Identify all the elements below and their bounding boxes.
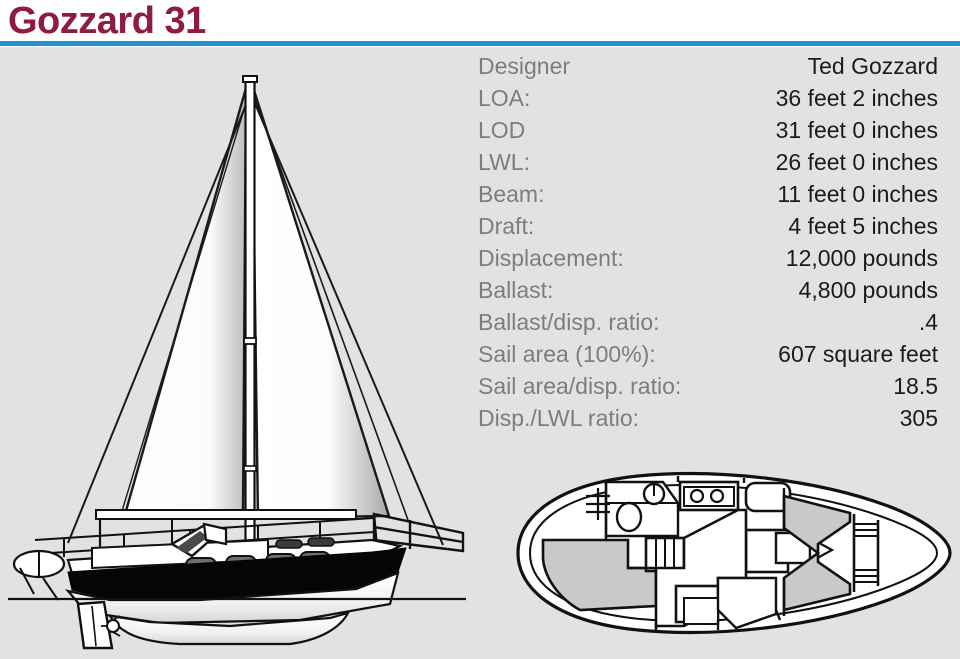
starboard-settee <box>716 576 778 630</box>
table-row: Designer Ted Gozzard <box>478 50 938 82</box>
spec-label: Ballast: <box>478 277 554 303</box>
interior-accommodation-plan <box>488 458 960 659</box>
companionway-dodger <box>169 522 228 558</box>
spec-label: LOD <box>478 117 526 143</box>
spec-value: 26 feet 0 inches <box>775 149 938 175</box>
galley-stove <box>678 480 740 512</box>
table-row: Sail area/disp. ratio: 18.5 <box>478 370 938 402</box>
spec-label: Beam: <box>478 181 545 207</box>
specifications-table: Designer Ted Gozzard LOA: 36 feet 2 inch… <box>478 50 938 434</box>
inner-forestay-line <box>248 81 409 521</box>
stern-windvane <box>12 549 66 601</box>
propeller <box>101 615 121 637</box>
table-row: Draft: 4 feet 5 inches <box>478 210 938 242</box>
galley-counter <box>604 480 680 538</box>
spec-value: 18.5 <box>893 373 938 399</box>
table-row: Beam: 11 feet 0 inches <box>478 178 938 210</box>
spec-value: .4 <box>918 309 938 335</box>
spec-value: 305 <box>899 405 938 431</box>
full-keel <box>107 611 351 646</box>
page-title: Gozzard 31 <box>8 0 206 42</box>
table-row: Sail area (100%): 607 square feet <box>478 338 938 370</box>
spec-value: 4,800 pounds <box>798 277 938 303</box>
table-row: Disp./LWL ratio: 305 <box>478 402 938 434</box>
spec-label: LWL: <box>478 149 530 175</box>
spec-label: Sail area/disp. ratio: <box>478 373 682 399</box>
rudder-and-skeg <box>76 600 114 650</box>
plan-locker-hatch-marks <box>586 488 610 520</box>
spec-value: 11 feet 0 inches <box>777 181 938 207</box>
spec-value: Ted Gozzard <box>807 53 938 79</box>
spec-label: Designer <box>478 53 571 79</box>
spec-label: Displacement: <box>478 245 624 271</box>
table-row: LOD 31 feet 0 inches <box>478 114 938 146</box>
spec-label: Sail area (100%): <box>478 341 656 367</box>
spec-value: 12,000 pounds <box>785 245 938 271</box>
companionway-steps <box>644 536 686 573</box>
table-row: Ballast/disp. ratio: .4 <box>478 306 938 338</box>
sailboat-profile-drawing <box>0 48 478 659</box>
forestay-line <box>244 79 444 546</box>
chain-locker-bulkhead <box>852 514 880 592</box>
saloon-table <box>674 584 720 625</box>
table-row: LWL: 26 feet 0 inches <box>478 146 938 178</box>
spec-value: 607 square feet <box>778 341 938 367</box>
table-row: Displacement: 12,000 pounds <box>478 242 938 274</box>
galley-sink <box>642 482 666 506</box>
header-divider-rule <box>0 41 960 46</box>
spec-value: 36 feet 2 inches <box>775 85 938 111</box>
galley-icebox <box>615 501 643 533</box>
table-row: LOA: 36 feet 2 inches <box>478 82 938 114</box>
spec-label: Disp./LWL ratio: <box>478 405 640 431</box>
v-berth <box>782 494 852 612</box>
spec-value: 4 feet 5 inches <box>788 213 938 239</box>
spec-label: Ballast/disp. ratio: <box>478 309 660 335</box>
shroud-line <box>121 79 254 512</box>
page-header: Gozzard 31 <box>0 0 960 47</box>
spec-label: LOA: <box>478 85 531 111</box>
spec-value: 31 feet 0 inches <box>775 117 938 143</box>
mast <box>242 75 258 552</box>
backstay-line <box>67 79 257 544</box>
spec-label: Draft: <box>478 213 535 239</box>
table-row: Ballast: 4,800 pounds <box>478 274 938 306</box>
